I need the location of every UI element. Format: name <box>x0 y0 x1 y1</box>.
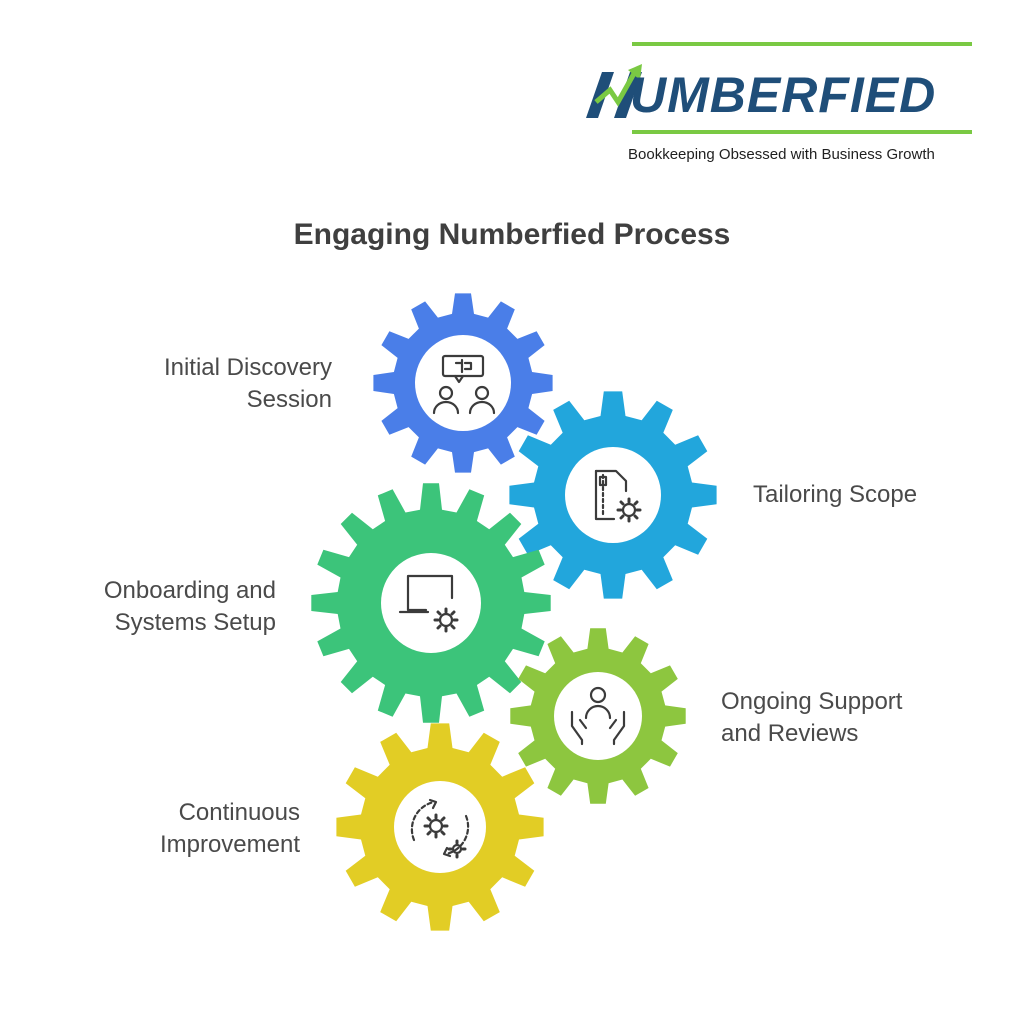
laptop-settings-icon <box>398 574 459 633</box>
document-settings-icon <box>594 469 642 523</box>
step-label-tailoring-scope: Tailoring Scope <box>753 481 918 508</box>
logo-top-bar <box>632 42 972 46</box>
numberfied-logo: UMBERFIED Bookkeeping Obsessed with Busi… <box>580 40 980 165</box>
logo-n-arrow-icon <box>586 64 642 118</box>
step-label-onboarding-setup: Onboarding and Systems Setup <box>103 577 276 636</box>
logo-bottom-bar <box>632 130 972 134</box>
gear-onboarding-setup <box>311 483 551 723</box>
logo-tagline: Bookkeeping Obsessed with Business Growt… <box>628 146 935 163</box>
step-label-ongoing-support: Ongoing Support and Reviews <box>721 688 903 747</box>
support-hands-icon <box>570 686 626 746</box>
gear-initial-discovery <box>373 293 553 473</box>
gear-ongoing-support <box>510 628 686 804</box>
gear-tailoring-scope <box>509 391 717 599</box>
page-title: Engaging Numberfied Process <box>293 218 731 251</box>
step-label-initial-discovery: Initial Discovery Session <box>163 354 332 413</box>
gear-continuous-improvement <box>336 723 544 931</box>
consultation-icon <box>432 354 496 415</box>
refresh-gears-icon <box>410 798 470 859</box>
logo-wordmark: UMBERFIED <box>630 67 937 123</box>
step-label-continuous-improvement: Continuous Improvement <box>159 799 300 858</box>
